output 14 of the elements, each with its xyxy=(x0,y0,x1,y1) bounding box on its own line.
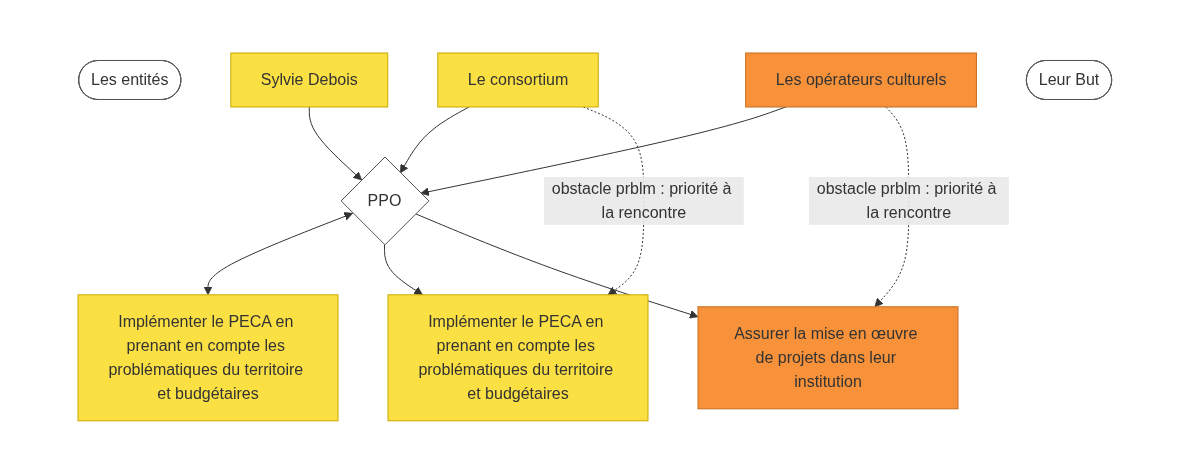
node-box: Sylvie Debois xyxy=(230,52,389,108)
node-box: Implémenter le PECA en prenant en compte les problématiques du territoire et budgétaires xyxy=(77,293,339,421)
node-box: Implémenter le PECA en prenant en compte les problématiques du territoire et budgétaires xyxy=(387,293,649,421)
arrow xyxy=(384,243,423,295)
arrow xyxy=(308,106,363,180)
node-box: Le consortium xyxy=(437,52,599,108)
edge-label: obstacle prblm : priorité à la rencontre xyxy=(816,179,997,221)
arrow xyxy=(415,212,699,319)
arrow xyxy=(400,106,470,173)
node-diamond: PPO xyxy=(340,156,430,245)
arrow xyxy=(203,211,354,295)
node-box: Assurer la mise en œuvre de projets dans leur institution xyxy=(697,305,959,409)
node-box: Les opérateurs culturels xyxy=(745,52,978,108)
edge-label: obstacle prblm : priorité à la rencontre xyxy=(552,179,732,221)
